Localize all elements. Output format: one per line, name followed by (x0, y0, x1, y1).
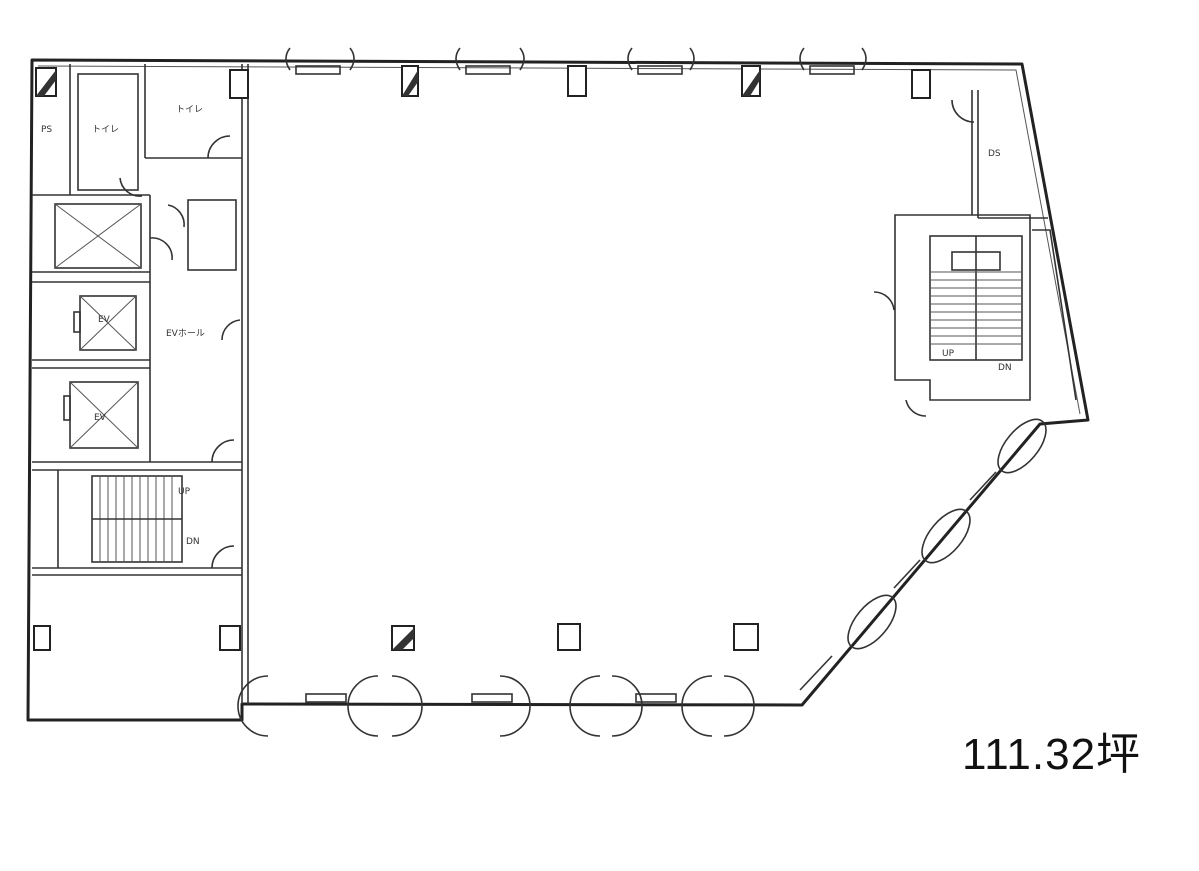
room-label-elevator-hall: EVホール (166, 328, 205, 339)
outer-wall-inner (37, 65, 1081, 415)
elevator-car-2 (63, 381, 139, 449)
room-label-ps: PS (41, 125, 52, 135)
outer-wall (26, 58, 1090, 722)
room-label-elevator-1: EV (98, 315, 111, 325)
stair-label-dn-right: DN (998, 363, 1012, 373)
interior-doors (119, 99, 975, 569)
windows-diagonal (799, 418, 1047, 691)
windows-bottom (237, 675, 755, 737)
room-label-ds: DS (988, 149, 1001, 159)
stair-label-dn-left: DN (186, 537, 200, 547)
room-label-toilet-1: トイレ (92, 125, 119, 135)
right-core (894, 90, 1077, 401)
room-label-elevator-2: EV (94, 413, 107, 423)
structural-columns (33, 65, 931, 651)
windows-top (285, 47, 867, 75)
stair-label-up-right: UP (942, 349, 955, 359)
floor-area-label: 111.32坪 (962, 730, 1142, 779)
stair-left (91, 475, 183, 563)
elevator-car-1 (73, 295, 137, 351)
elevator-shaft-top (54, 203, 142, 269)
room-label-toilet-2: トイレ (176, 105, 203, 115)
stair-label-up-left: UP (178, 487, 191, 497)
core-walls (32, 64, 249, 704)
